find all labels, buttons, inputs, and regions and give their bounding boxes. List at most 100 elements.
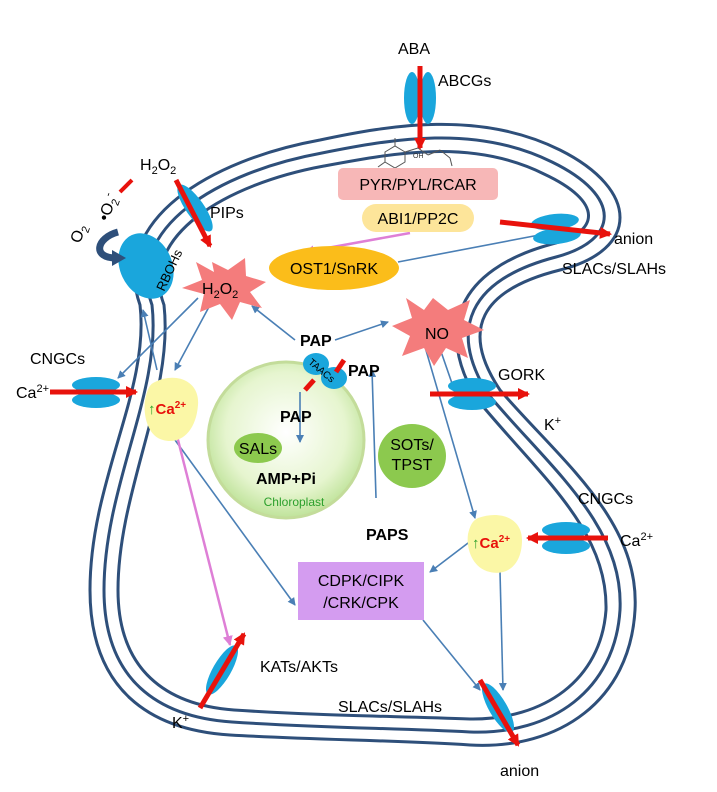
arrow-h2o2-through-pips xyxy=(173,178,213,248)
cdpk-box xyxy=(298,562,424,620)
channels xyxy=(72,72,590,733)
arrow-ca-to-rbohs xyxy=(140,309,158,371)
ca-left-ext-label: Ca xyxy=(16,385,37,402)
pyr-pyl-rcar-box xyxy=(338,168,498,200)
ost1-label: OST1/SnRK xyxy=(290,261,378,278)
h2o2-top-o: O xyxy=(158,157,170,174)
aba-receptor-group: OH PYR/PYL/RCAR ABI1/PP2C OST1/SnRK xyxy=(269,138,498,290)
superoxide-sup: - xyxy=(102,190,115,198)
arrow-anion-efflux-bottom xyxy=(477,678,521,747)
sots-label-1: SOTs/ xyxy=(390,437,434,454)
svg-text:•O2-: •O2- xyxy=(94,190,124,224)
k-right-sup: + xyxy=(555,415,561,427)
sals-label: SALs xyxy=(239,441,277,458)
pips-label: PIPs xyxy=(210,205,244,222)
svg-text:↑Ca2+: ↑Ca2+ xyxy=(148,400,186,418)
h2o2-burst-sub2: 2 xyxy=(232,289,238,301)
sots-ellipse xyxy=(378,424,446,488)
arrow-h2o2-to-ca xyxy=(174,304,211,371)
ros-conversion-arrow xyxy=(96,228,120,262)
abcgs-channel-left xyxy=(404,72,420,124)
arrow-ca-right-to-slacs xyxy=(498,571,507,691)
svg-text:K+: K+ xyxy=(172,713,189,732)
h2o2-top-sub2: 2 xyxy=(170,165,176,177)
pap-inner-label: PAP xyxy=(280,409,312,426)
ca-left-sup: 2+ xyxy=(175,400,187,411)
calcium-right-blob xyxy=(467,514,522,573)
no-burst: NO xyxy=(392,298,484,366)
abi1-label: ABI1/PP2C xyxy=(378,211,459,228)
h2o2-burst-h: H xyxy=(202,281,214,298)
arrow-anion-efflux-top xyxy=(499,219,612,239)
taacs-channel-a xyxy=(303,353,329,375)
cngcs-left-label: CNGCs xyxy=(30,351,85,368)
ca-right-ext-sup: 2+ xyxy=(640,531,653,543)
ca-right-ext-label: Ca xyxy=(620,533,641,550)
chloroplast: SALs AMP+Pi Chloroplast xyxy=(206,360,366,520)
svg-text:↑Ca2+: ↑Ca2+ xyxy=(472,534,510,552)
slacs-bottom-label: SLACs/SLAHs xyxy=(338,699,442,716)
calcium-right: ↑Ca2+ xyxy=(467,514,522,573)
arrow-k-influx-kats xyxy=(197,632,247,710)
pap-top-label: PAP xyxy=(300,333,332,350)
abcgs-channel-right xyxy=(420,72,436,124)
anion-top-label: anion xyxy=(614,231,653,248)
arrow-ca-to-cdpk xyxy=(174,439,296,606)
sals-ellipse xyxy=(234,433,282,463)
transport-arrows xyxy=(50,66,612,747)
rbohs-oval xyxy=(118,233,174,299)
arrow-cdpk-to-slacs xyxy=(422,619,481,691)
gork-channel-b xyxy=(448,394,496,410)
amp-pi-label: AMP+Pi xyxy=(256,471,316,488)
pap-right-label: PAP xyxy=(348,363,380,380)
arrow-ca-to-kats xyxy=(174,431,233,646)
arrow-ca-right-to-cdpk xyxy=(429,539,473,573)
ca-right-label: Ca xyxy=(480,535,500,552)
ca-left-ext-sup: 2+ xyxy=(36,383,49,395)
aba-label: ABA xyxy=(398,41,430,58)
cngcs-left-channel-a xyxy=(72,377,120,393)
no-star-shape xyxy=(392,298,484,366)
ca-right-up-arrow: ↑ xyxy=(472,535,480,552)
o2-sub: 2 xyxy=(80,225,93,235)
k-bottom-label: K xyxy=(172,715,183,732)
abi1-pill xyxy=(362,204,474,232)
k-right-label: K xyxy=(544,417,555,434)
gork-channel-a xyxy=(448,378,496,394)
ca-left-up-arrow: ↑ xyxy=(148,401,156,418)
superoxide-sub: 2 xyxy=(109,198,122,208)
svg-text:OH: OH xyxy=(413,153,424,160)
signal-arrows xyxy=(117,229,556,691)
arrow-taacs-export xyxy=(303,378,316,392)
h2o2-burst-sub: 2 xyxy=(214,289,220,301)
cdpk-group: CDPK/CIPK /CRK/CPK xyxy=(298,562,424,620)
svg-text:Ca2+: Ca2+ xyxy=(16,383,49,402)
gork-label: GORK xyxy=(498,367,545,384)
h2o2-burst: H2O2 xyxy=(182,258,266,320)
cngcs-left-channel-b xyxy=(72,392,120,408)
svg-text:H2O2: H2O2 xyxy=(202,281,238,301)
no-label: NO xyxy=(425,326,449,343)
slacs-top-label: SLACs/SLAHs xyxy=(562,261,666,278)
chloroplast-body xyxy=(206,360,366,520)
arrow-pap-to-no xyxy=(334,320,389,341)
anion-bottom-label: anion xyxy=(500,763,539,780)
calcium-left-blob xyxy=(144,377,199,442)
sots-tpst: SOTs/ TPST xyxy=(378,424,446,488)
arrow-pap-to-h2o2 xyxy=(251,305,296,341)
kats-label: KATs/AKTs xyxy=(260,659,338,676)
pyr-label: PYR/PYL/RCAR xyxy=(359,177,476,194)
svg-text:O2: O2 xyxy=(68,222,93,246)
chloroplast-label: Chloroplast xyxy=(264,495,325,509)
h2o2-top-h: H xyxy=(140,157,152,174)
ost1-ellipse xyxy=(269,246,399,290)
ca-right-sup: 2+ xyxy=(499,534,511,545)
cngcs-right-channel-a xyxy=(542,522,590,538)
abcgs-label: ABCGs xyxy=(438,73,491,90)
superoxide-dash xyxy=(118,178,134,194)
cdpk-label-2: /CRK/CPK xyxy=(323,595,399,612)
o2-label: O xyxy=(68,228,88,246)
cngcs-right-label: CNGCs xyxy=(578,491,633,508)
